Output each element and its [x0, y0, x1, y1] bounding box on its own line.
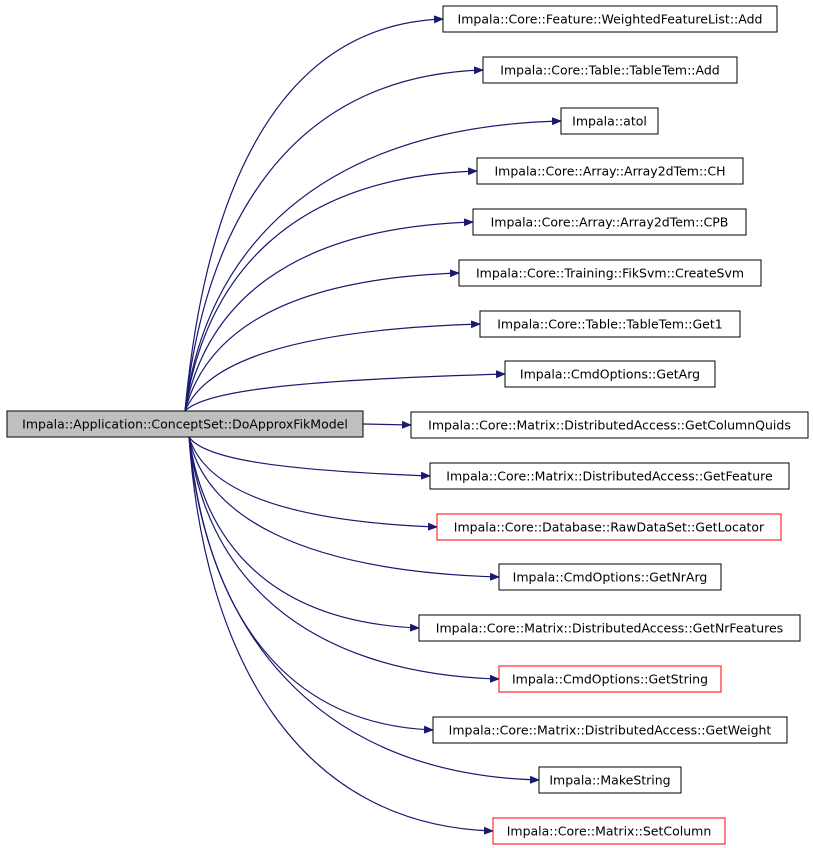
node-box — [472, 208, 747, 236]
edge-to-impala-cmdoptions-getstring — [188, 436, 500, 683]
node-label: Impala::Core::Feature::WeightedFeatureLi… — [458, 12, 763, 27]
node-box — [429, 462, 790, 490]
node-label: Impala::Core::Database::RawDataSet::GetL… — [454, 520, 765, 535]
node-label: Impala::CmdOptions::GetNrArg — [513, 570, 708, 585]
edge-to-impala-makestring — [188, 436, 540, 784]
edge-to-impala-core-database-rawdataset-getlocator — [188, 436, 438, 531]
edge-to-impala-cmdoptions-getarg — [184, 370, 506, 412]
node-label: Impala::MakeString — [549, 773, 670, 788]
node-label: Impala::Core::Matrix::DistributedAccess:… — [446, 469, 773, 484]
edge-to-impala-core-matrix-distributedaccess-getnrfeatures — [188, 436, 420, 632]
node-impala-core-feature-weightedfeaturelist-add[interactable]: Impala::Core::Feature::WeightedFeatureLi… — [442, 5, 778, 33]
node-label: Impala::CmdOptions::GetString — [512, 672, 708, 687]
node-box — [504, 360, 716, 388]
node-box — [418, 614, 801, 642]
edges-layer — [184, 15, 562, 835]
node-impala-core-table-tabletem-get1[interactable]: Impala::Core::Table::TableTem::Get1 — [479, 310, 741, 338]
edge-to-impala-core-table-tabletem-add — [184, 66, 484, 412]
node-impala-core-matrix-distributedaccess-getnrfeatures[interactable]: Impala::Core::Matrix::DistributedAccess:… — [418, 614, 801, 642]
root-node-label: Impala::Application::ConceptSet::DoAppro… — [22, 417, 348, 432]
node-impala-cmdoptions-getarg[interactable]: Impala::CmdOptions::GetArg — [504, 360, 716, 388]
node-label: Impala::Core::Table::TableTem::Get1 — [497, 317, 722, 332]
node-label: Impala::Core::Matrix::DistributedAccess:… — [428, 418, 791, 433]
node-impala-core-array-array2dtem-ch[interactable]: Impala::Core::Array::Array2dTem::CH — [476, 157, 744, 185]
root-node[interactable]: Impala::Application::ConceptSet::DoAppro… — [6, 410, 364, 438]
node-impala-core-database-rawdataset-getlocator[interactable]: Impala::Core::Database::RawDataSet::GetL… — [436, 513, 782, 541]
node-box — [538, 766, 682, 794]
edge-to-impala-core-matrix-distributedaccess-getfeature — [188, 436, 431, 480]
node-box — [498, 665, 722, 693]
node-box — [476, 157, 744, 185]
edge-to-impala-core-table-tabletem-get1 — [184, 320, 481, 412]
node-box — [442, 5, 778, 33]
node-box — [498, 563, 722, 591]
node-impala-core-table-tabletem-add[interactable]: Impala::Core::Table::TableTem::Add — [482, 56, 738, 84]
node-box — [432, 716, 788, 744]
edge-to-impala-core-array-array2dtem-cpb — [184, 218, 474, 412]
edge-to-impala-core-training-fiksvm-createsvm — [184, 269, 460, 412]
node-box — [492, 817, 726, 845]
node-impala-makestring[interactable]: Impala::MakeString — [538, 766, 682, 794]
edge-to-impala-atol — [184, 117, 562, 412]
edge-to-impala-core-matrix-distributedaccess-getcolumnquids — [362, 420, 412, 429]
edge-to-impala-core-matrix-setcolumn — [188, 436, 494, 835]
node-impala-cmdoptions-getstring[interactable]: Impala::CmdOptions::GetString — [498, 665, 722, 693]
node-impala-core-training-fiksvm-createsvm[interactable]: Impala::Core::Training::FikSvm::CreateSv… — [458, 259, 762, 287]
node-label: Impala::Core::Matrix::SetColumn — [507, 824, 712, 839]
node-impala-core-matrix-setcolumn[interactable]: Impala::Core::Matrix::SetColumn — [492, 817, 726, 845]
node-box — [479, 310, 741, 338]
node-impala-core-matrix-distributedaccess-getcolumnquids[interactable]: Impala::Core::Matrix::DistributedAccess:… — [410, 411, 809, 439]
node-label: Impala::Core::Table::TableTem::Add — [500, 63, 719, 78]
edge-to-impala-core-array-array2dtem-ch — [184, 167, 478, 412]
edge-to-impala-core-feature-weightedfeaturelist-add — [184, 15, 444, 412]
node-label: Impala::Core::Matrix::DistributedAccess:… — [449, 723, 772, 738]
node-impala-core-matrix-distributedaccess-getfeature[interactable]: Impala::Core::Matrix::DistributedAccess:… — [429, 462, 790, 490]
node-box — [436, 513, 782, 541]
node-impala-atol[interactable]: Impala::atol — [560, 107, 659, 135]
edge-to-impala-cmdoptions-getnrarg — [188, 436, 500, 581]
node-box — [482, 56, 738, 84]
root-node-box — [6, 410, 364, 438]
node-label: Impala::Core::Training::FikSvm::CreateSv… — [476, 266, 744, 281]
node-impala-core-array-array2dtem-cpb[interactable]: Impala::Core::Array::Array2dTem::CPB — [472, 208, 747, 236]
node-box — [458, 259, 762, 287]
node-impala-core-matrix-distributedaccess-getweight[interactable]: Impala::Core::Matrix::DistributedAccess:… — [432, 716, 788, 744]
nodes-layer: Impala::Application::ConceptSet::DoAppro… — [6, 5, 809, 845]
node-box — [560, 107, 659, 135]
node-label: Impala::CmdOptions::GetArg — [520, 367, 700, 382]
node-label: Impala::Core::Matrix::DistributedAccess:… — [436, 621, 783, 636]
node-label: Impala::Core::Array::Array2dTem::CH — [494, 164, 725, 179]
node-box — [410, 411, 809, 439]
edge-to-impala-core-matrix-distributedaccess-getweight — [188, 436, 434, 734]
node-label: Impala::atol — [572, 114, 647, 129]
node-label: Impala::Core::Array::Array2dTem::CPB — [491, 215, 729, 230]
node-impala-cmdoptions-getnrarg[interactable]: Impala::CmdOptions::GetNrArg — [498, 563, 722, 591]
